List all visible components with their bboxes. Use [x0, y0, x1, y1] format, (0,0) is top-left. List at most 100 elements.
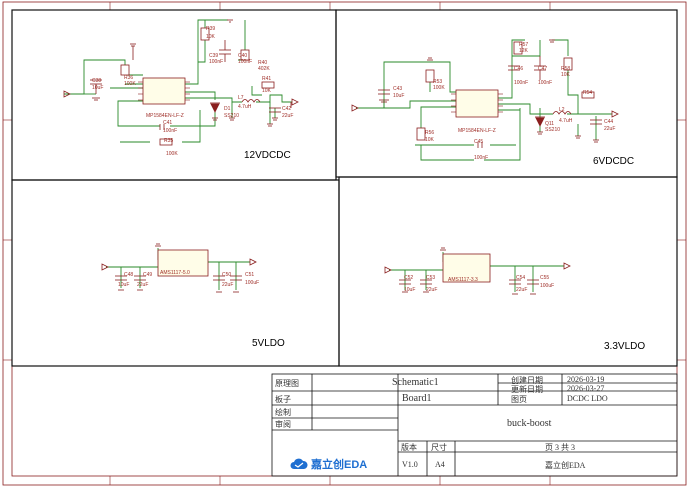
label-vou3: AMS1117-3.3 — [448, 277, 478, 283]
tb-value-page: DCDC LDO — [567, 394, 608, 403]
frame-ticks — [3, 2, 686, 485]
label-r53-value: 100K — [433, 85, 445, 91]
tb-label-board: 板子 — [275, 395, 291, 404]
label-c45: C45 — [474, 139, 484, 145]
block-title-3v3: 3.3VLDO — [604, 341, 646, 352]
label-u8: MP1584EN-LF-Z — [458, 128, 496, 134]
label-c43: C43 — [393, 86, 403, 92]
label-c54-value: 22uF — [516, 287, 528, 293]
label-c42: C42 — [282, 106, 292, 112]
label-c52: C52 — [404, 275, 414, 281]
tb-label-review: 审阅 — [275, 420, 291, 429]
label-c45-value: 100nF — [474, 155, 489, 161]
tb-label-created: 创建日期 — [511, 376, 543, 385]
tb-value-schematic: Schematic1 — [392, 377, 439, 388]
circuit-5v-components — [101, 243, 257, 293]
label-r35-value: 100K — [166, 151, 178, 157]
tb-label-page: 图页 — [511, 395, 527, 404]
tb-value-created: 2026-03-19 — [567, 375, 605, 384]
label-l7-value: 4.7uH — [238, 104, 252, 110]
circuit-6v-ic-u8 — [451, 89, 503, 118]
label-r36-value: 100K — [124, 81, 136, 87]
label-r57: R57 — [519, 42, 529, 48]
label-r39: R39 — [206, 26, 216, 32]
tb-value-board: Board1 — [402, 393, 432, 404]
label-r53: R53 — [433, 79, 443, 85]
label-c49-value: 22uF — [137, 282, 149, 288]
label-r58-value: 10K — [561, 72, 570, 78]
label-c51-value: 100uF — [245, 280, 260, 286]
label-r35: R35 — [164, 138, 174, 144]
circuit-6v-components — [351, 39, 619, 148]
block-title-5v: 5VLDO — [252, 338, 285, 349]
label-c54: C54 — [516, 275, 526, 281]
tb-value-version: V1.0 — [402, 460, 418, 469]
label-r39-value: 10K — [206, 34, 215, 40]
block-title-6v: 6VDCDC — [593, 156, 635, 167]
label-l2-value: 4.7uH — [559, 118, 573, 124]
label-c46-value: 100nF — [514, 80, 529, 86]
circuit-12v-components — [63, 19, 299, 146]
label-c47: C47 — [538, 66, 548, 72]
label-c40: C40 — [238, 53, 248, 59]
tb-label-schematic: 原理图 — [275, 379, 299, 388]
label-c40-value: 100nF — [238, 59, 253, 65]
label-c41: C41 — [163, 120, 173, 126]
tb-value-size: A4 — [435, 460, 445, 469]
label-c44: C44 — [604, 119, 614, 125]
circuit-12v-ic-u1 — [138, 77, 190, 105]
label-c48: C48 — [124, 272, 134, 278]
label-c43-value: 10uF — [393, 93, 405, 99]
tb-value-updated: 2026-03-27 — [567, 384, 605, 393]
label-r58: R58 — [561, 66, 571, 72]
label-c53: C53 — [426, 275, 436, 281]
tb-company: 嘉立创EDA — [545, 461, 586, 470]
label-r56: R56 — [425, 130, 435, 136]
label-c42-value: 22uF — [282, 113, 294, 119]
label-u1: MP1584EN-LF-Z — [146, 113, 184, 119]
label-r41: R41 — [262, 76, 272, 82]
label-l2: L2 — [559, 107, 565, 113]
label-c53-value: 22uF — [426, 287, 438, 293]
label-c52-value: 10uF — [404, 287, 416, 293]
circuit-3v3-components — [384, 247, 571, 295]
label-c39: C39 — [209, 53, 219, 59]
label-r36: R36 — [124, 75, 134, 81]
label-c50: C50 — [222, 272, 232, 278]
label-c50-value: 22uF — [222, 282, 234, 288]
label-c38: C38 — [92, 78, 102, 84]
label-c55: C55 — [540, 275, 550, 281]
label-c47-value: 100nF — [538, 80, 553, 86]
label-q11: Q11 — [545, 121, 555, 127]
title-block-grid — [271, 373, 678, 477]
eda-logo: 嘉立创EDA — [290, 456, 367, 472]
label-c55-value: 100uF — [540, 283, 555, 289]
label-d1-value: SS210 — [224, 113, 240, 119]
label-r40-value: 402K — [258, 66, 270, 72]
label-c49: C49 — [143, 272, 153, 278]
label-r41-value: 10K — [262, 88, 271, 94]
label-r57-value: 12K — [519, 48, 528, 54]
tb-label-drawn: 绘制 — [275, 408, 291, 417]
label-vou1: AMS1117-5.0 — [160, 270, 190, 276]
label-c48-value: 10uF — [118, 282, 130, 288]
label-l7: L7 — [238, 95, 244, 101]
label-c44-value: 22uF — [604, 126, 616, 132]
label-q11-value: SS210 — [545, 127, 561, 133]
label-c46: C46 — [514, 66, 524, 72]
label-r56-value: 10K — [425, 137, 434, 143]
label-r54: R54 — [583, 90, 593, 96]
tb-label-version: 版本 — [401, 443, 417, 452]
tb-page-count: 页 3 共 3 — [545, 443, 575, 452]
tb-center-title: buck-boost — [507, 418, 552, 429]
block-title-12v: 12VDCDC — [244, 150, 291, 161]
label-r40: R40 — [258, 60, 268, 66]
label-c38-value: 10uF — [92, 85, 104, 91]
label-c51: C51 — [245, 272, 255, 278]
label-c41-value: 100nF — [163, 128, 178, 134]
label-c39-value: 100nF — [209, 59, 224, 65]
block-borders — [11, 9, 678, 367]
cloud-icon — [290, 458, 308, 469]
label-d1: D1 — [224, 106, 231, 112]
